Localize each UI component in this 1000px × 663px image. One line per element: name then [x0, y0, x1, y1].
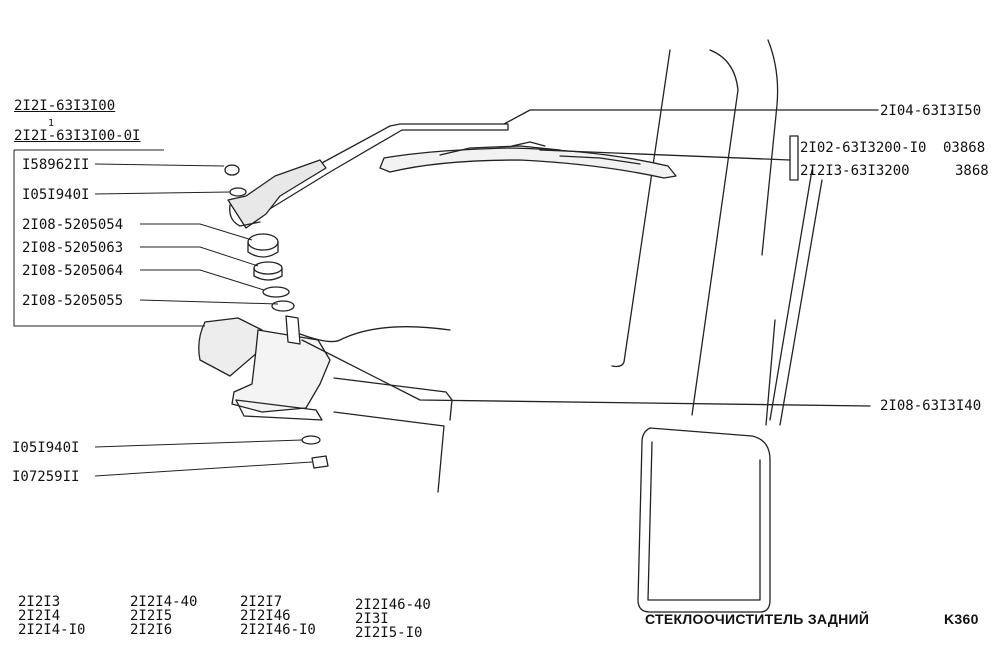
- model-code: 2I2I5-I0: [355, 625, 423, 641]
- model-code: 2I2I5: [130, 608, 173, 624]
- rear-pillar-outline: [691, 49, 739, 416]
- part-label-lower-nut: I07259II: [12, 469, 80, 485]
- page-number: K360: [944, 611, 979, 627]
- part-label-seal: 2I08-5205055: [22, 293, 124, 309]
- model-code: 2I2I4: [18, 608, 61, 624]
- part-label-nut: I58962II: [22, 157, 90, 173]
- model-code: 2I2I4-40: [130, 594, 198, 610]
- part-label-blade-2-number: 2I2I3-63I3200: [800, 163, 910, 179]
- window-glass-outline: [611, 49, 671, 368]
- model-code: 2I2I7: [240, 594, 283, 610]
- part-label-blade-1-code: 03868: [943, 140, 986, 156]
- part-label-washer-2: 2I08-5205064: [22, 263, 124, 279]
- small-washer-1: [229, 187, 247, 197]
- assembly-alt-number: 2I2I-63I3I00-0I: [14, 128, 141, 144]
- wiper-blade-outline: [379, 147, 677, 179]
- seal-part: [271, 300, 295, 312]
- nut-part: [253, 261, 283, 275]
- model-code: 2I2I4-I0: [18, 622, 86, 638]
- model-code: 2I2I3: [18, 594, 61, 610]
- model-column-1: 2I2I3 2I2I4 2I2I4-I0: [18, 595, 85, 637]
- model-code: 2I2I46-40: [355, 597, 431, 613]
- part-label-lower-washer: I05I940I: [12, 440, 80, 456]
- small-washer-2: [301, 435, 321, 445]
- part-label-washer: I05I940I: [22, 187, 90, 203]
- wiper-arm-outline: [239, 123, 509, 213]
- model-code: 2I2I46-I0: [240, 622, 316, 638]
- small-nut-1: [224, 164, 240, 176]
- model-column-2: 2I2I4-40 2I2I5 2I2I6: [130, 595, 197, 637]
- motor-body-outline: [198, 317, 263, 377]
- assembly-alt-mark: 1: [48, 118, 55, 129]
- washer-part: [262, 286, 290, 298]
- part-label-blade-2-code: 3868: [955, 163, 989, 179]
- part-label-nut-2: 2I08-5205063: [22, 240, 124, 256]
- part-label-cap: 2I08-5205054: [22, 217, 124, 233]
- model-code: 2I2I46: [240, 608, 291, 624]
- model-code: 2I2I6: [130, 622, 173, 638]
- rear-lamp-outline: [637, 427, 771, 613]
- cap-part: [247, 233, 279, 251]
- page-title: СТЕКЛООЧИСТИТЕЛЬ ЗАДНИЙ: [645, 611, 870, 627]
- model-code: 2I3I: [355, 611, 389, 627]
- assembly-main-number: 2I2I-63I3I00: [14, 98, 116, 114]
- part-label-arm: 2I04-63I3I50: [880, 103, 982, 119]
- door-edge-outline: [761, 39, 779, 256]
- part-label-motor-link: 2I08-63I3I40: [880, 398, 982, 414]
- part-label-blade-1-number: 2I02-63I3200-I0: [800, 140, 927, 156]
- model-column-4: 2I2I46-40 2I3I 2I2I5-I0: [355, 598, 431, 640]
- model-column-3: 2I2I7 2I2I46 2I2I46-I0: [240, 595, 316, 637]
- small-nut-2: [311, 455, 329, 469]
